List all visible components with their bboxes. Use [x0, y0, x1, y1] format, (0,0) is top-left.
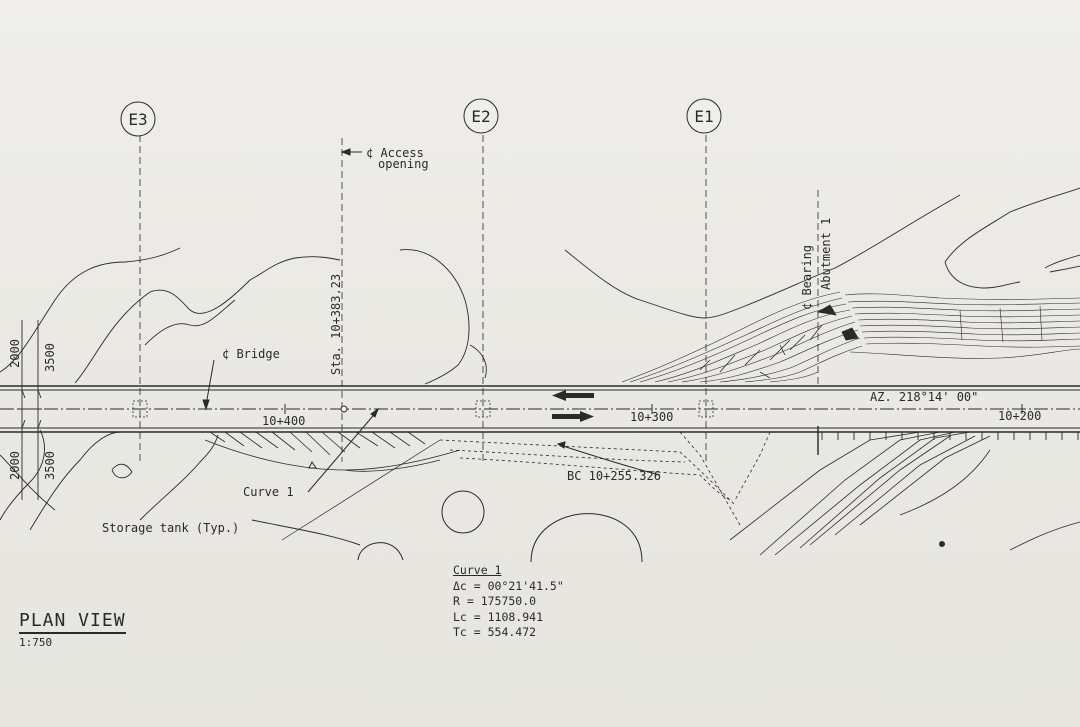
dim-top-outer: 3500	[43, 343, 57, 372]
arrow-left-icon	[552, 390, 594, 401]
station-label-10400: 10+400	[262, 414, 305, 428]
curve1-leader	[307, 409, 379, 493]
bearing-label: ¢ Bearing	[800, 245, 814, 310]
dimension-chain	[18, 320, 42, 500]
station-label-10300: 10+300	[630, 410, 673, 424]
storage-tank-label: Storage tank (Typ.)	[102, 521, 239, 535]
access-opening-label: ¢ Access	[366, 146, 424, 160]
traffic-arrows	[552, 390, 594, 422]
storage-tank-large	[530, 513, 643, 563]
dim-bottom-outer: 3500	[43, 451, 57, 480]
access-opening-label-2: opening	[378, 157, 429, 171]
storage-tank-small	[357, 542, 404, 561]
terrain-contours-left	[0, 187, 1080, 531]
curve-data-table: Curve 1 Δc = 00°21'41.5" R = 175750.0 Lc…	[453, 563, 564, 641]
bridge-deck	[0, 385, 1080, 433]
access-opening-point	[340, 405, 348, 413]
bc-station-label: BC 10+255.326	[567, 469, 661, 483]
grid-bubbles	[120, 98, 722, 137]
abutment-rock-hatching	[699, 304, 859, 379]
abutment-label: Abutment 1	[819, 218, 833, 290]
pier-e3	[132, 400, 148, 418]
storage-tank-leader	[251, 519, 361, 546]
view-scale: 1:750	[19, 636, 53, 649]
station-label-10200: 10+200	[998, 409, 1041, 423]
storage-tank-circle	[441, 490, 485, 534]
grid-label-e3: E3	[128, 110, 147, 129]
curve1-callout: Curve 1	[243, 485, 294, 499]
station-access-label: Sta. 10+383.23	[329, 274, 343, 375]
abutment-bank-contours	[621, 291, 1080, 383]
pier-e1	[698, 400, 714, 418]
grid-label-e2: E2	[471, 107, 490, 126]
grid-label-e1: E1	[694, 107, 713, 126]
dim-bottom-inner: 2000	[8, 451, 22, 480]
bridge-centerline-label: ¢ Bridge	[222, 347, 280, 361]
azimuth-label: AZ. 218°14' 00"	[870, 390, 978, 404]
bridge-label-leader	[205, 359, 215, 406]
drawing-text: E3 E2 E1 ¢ Access opening Sta. 10+383.23…	[8, 107, 1041, 535]
curve-table-heading: Curve 1	[453, 563, 502, 577]
approach-slab-ticks	[817, 426, 1079, 455]
dim-top-inner: 2000	[8, 339, 22, 368]
right-embankment-slopes	[729, 431, 1080, 556]
curve-tangent: Tc = 554.472	[453, 625, 537, 639]
station-ticks	[284, 404, 1023, 414]
drainage-lines	[439, 431, 771, 526]
pier-markers	[132, 400, 714, 418]
curve-radius: R = 175750.0	[453, 594, 537, 608]
curve-delta: Δc = 00°21'41.5"	[453, 578, 564, 593]
grid-bubble-e1	[686, 98, 722, 134]
left-slope-hatch	[204, 431, 461, 472]
curve-length: Lc = 1108.941	[453, 609, 544, 624]
arrow-right-icon	[552, 411, 594, 422]
grid-axes	[139, 135, 819, 462]
grid-bubble-e3	[120, 101, 156, 137]
grid-bubble-e2	[463, 98, 499, 134]
bc-leader	[559, 444, 661, 476]
pier-e2	[475, 400, 491, 418]
view-title: PLAN VIEW	[19, 610, 126, 634]
